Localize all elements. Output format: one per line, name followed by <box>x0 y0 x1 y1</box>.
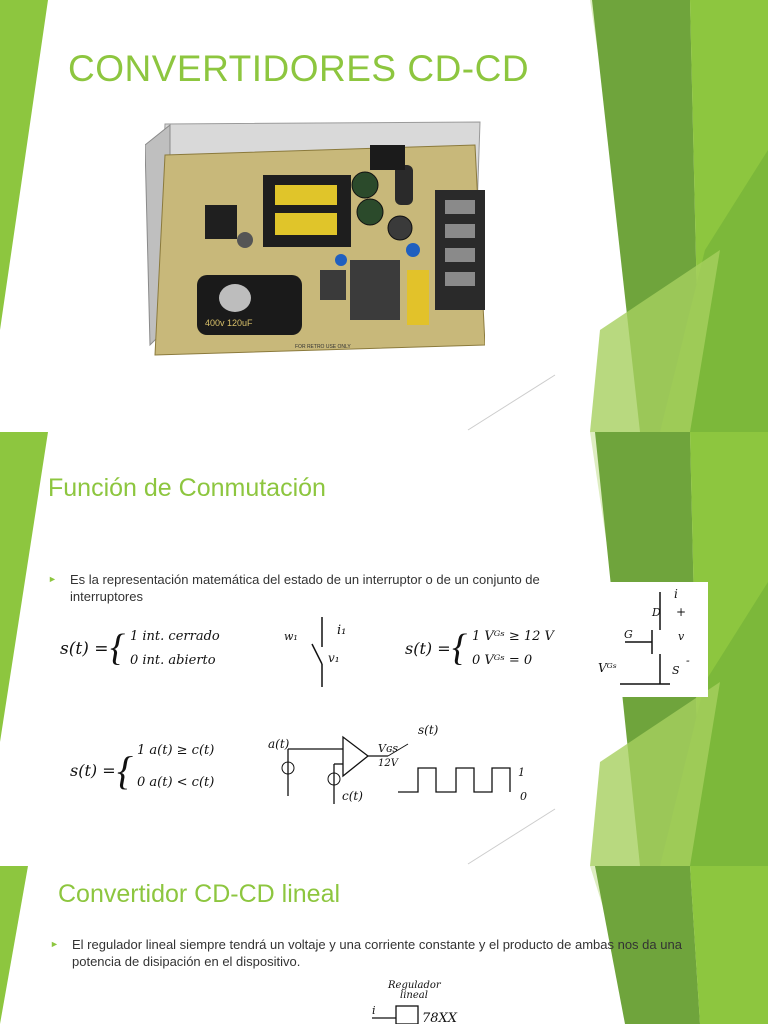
regulator-i-label: i <box>372 1004 376 1017</box>
s-def-lhs: s(t) = <box>60 639 108 659</box>
s-def-case2: 0 a(t) < c(t) <box>137 775 214 790</box>
switch-v-label: v₁ <box>328 651 340 665</box>
wave-high-label: 1 <box>518 766 525 779</box>
s-def-case1: 1 Vᴳˢ ≥ 12 V <box>472 629 556 644</box>
wave-low-label: 0 <box>520 790 527 803</box>
regulator-label-2: lineal <box>400 990 428 1001</box>
comparator-c-label: c(t) <box>342 789 363 803</box>
bullet-text: ► Es la representación matemática del es… <box>48 571 540 605</box>
mosfet-plus-label: + <box>676 605 686 619</box>
handwritten-comparator-definition: s(t) = { 1 a(t) ≥ c(t) 0 a(t) < c(t) <box>70 743 214 793</box>
s-def-lhs: s(t) = <box>405 639 451 658</box>
bullet-text: ► El regulador lineal siempre tendrá un … <box>50 936 692 970</box>
comparator-a-label: a(t) <box>268 737 290 751</box>
regulator-part-label: 78XX <box>422 1011 458 1024</box>
slide-title: Convertidor CD-CD lineal <box>58 880 341 908</box>
mosfet-i-label: i <box>674 587 678 601</box>
slide-convertidor-lineal: Convertidor CD-CD lineal ► El regulador … <box>0 866 768 1024</box>
s-def-case1: 1 int. cerrado <box>130 629 220 644</box>
slide-title: Función de Conmutación <box>48 474 326 502</box>
mosfet-s-label: S <box>672 664 680 677</box>
bullet-arrow-icon: ► <box>48 574 57 584</box>
comparator-st-label: s(t) <box>418 723 439 737</box>
comparator-pwm-sketch: a(t) c(t) Vɢs 12V s(t) 1 0 <box>268 723 527 804</box>
s-def-case2: 0 Vᴳˢ = 0 <box>472 653 532 668</box>
mosfet-minus-label: - <box>686 654 690 667</box>
brace-icon: { <box>117 748 133 793</box>
mosfet-sketch: i D + v G S - Vᴳˢ <box>590 582 708 697</box>
handwritten-switch-definition: s(t) = { 1 int. cerrado 0 int. abierto <box>60 627 220 669</box>
switch-w-label: w₁ <box>284 630 298 643</box>
handwritten-gate-definition: s(t) = { 1 Vᴳˢ ≥ 12 V 0 Vᴳˢ = 0 <box>405 627 556 669</box>
svg-text:FOR RETRO USE ONLY: FOR RETRO USE ONLY <box>295 344 351 350</box>
s-def-case1: 1 a(t) ≥ c(t) <box>137 743 214 758</box>
switch-i-label: i₁ <box>337 623 346 638</box>
slide-convertidores: CONVERTIDORES CD-CD 400v 120uF <box>0 0 768 432</box>
comparator-12v-label: 12V <box>378 758 400 769</box>
mosfet-g-label: G <box>624 628 633 641</box>
power-supply-board-photo: 400v 120uF FOR RETRO USE ONLY <box>145 121 485 356</box>
bullet-arrow-icon: ► <box>50 939 59 949</box>
bullet-content: Es la representación matemática del esta… <box>70 572 540 604</box>
brace-icon: { <box>452 627 467 669</box>
regulator-label-1: Regulador <box>387 980 442 991</box>
switch-symbol-sketch: w₁ i₁ v₁ <box>284 617 346 687</box>
brace-icon: { <box>110 627 125 669</box>
comparator-vgs-label: Vɢs <box>378 742 398 755</box>
mosfet-v-label: v <box>678 630 685 643</box>
svg-text:400v 120uF: 400v 120uF <box>205 318 253 328</box>
slide-funcion-conmutacion: Función de Conmutación ► Es la represent… <box>0 432 768 866</box>
slide-title: CONVERTIDORES CD-CD <box>68 48 530 89</box>
mosfet-d-label: D <box>651 606 661 619</box>
s-def-lhs: s(t) = <box>70 761 116 780</box>
s-def-case2: 0 int. abierto <box>130 653 216 668</box>
linear-regulator-sketch: Regulador lineal i 78XX <box>372 980 458 1024</box>
mosfet-vgs-label: Vᴳˢ <box>598 661 617 675</box>
bullet-content: El regulador lineal siempre tendrá un vo… <box>72 937 682 969</box>
